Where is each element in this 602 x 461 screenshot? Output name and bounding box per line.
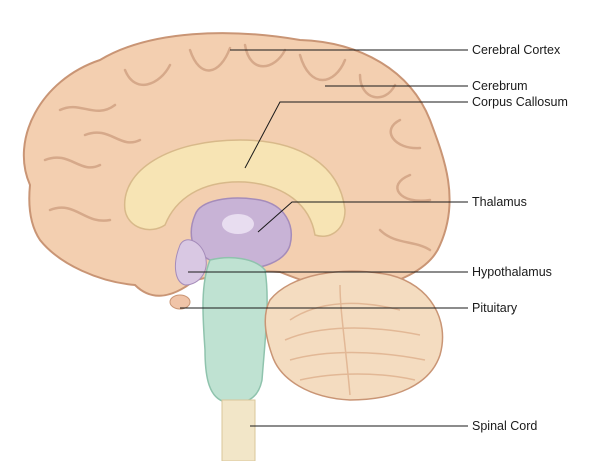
label-corpus-callosum: Corpus Callosum [472,95,568,109]
label-cerebral-cortex: Cerebral Cortex [472,43,561,57]
cerebellum-shape [264,270,444,401]
brainstem-shape [202,257,268,404]
thalamus-center [222,214,254,234]
leader-lines [180,49,468,427]
label-spinal-cord: Spinal Cord [472,419,538,433]
label-thalamus: Thalamus [472,195,527,209]
corpus-callosum-shape [124,139,346,237]
pituitary-shape [169,294,191,310]
spinal-cord-shape [221,399,256,461]
leader-thalamus [257,201,468,233]
hypothalamus-shape [174,239,207,286]
label-pituitary: Pituitary [472,301,518,315]
cerebellum-folia [284,284,426,396]
leader-corpus-callosum [244,101,468,169]
gyri-folds [43,43,432,252]
label-cerebrum: Cerebrum [472,79,528,93]
label-hypothalamus: Hypothalamus [472,265,552,279]
